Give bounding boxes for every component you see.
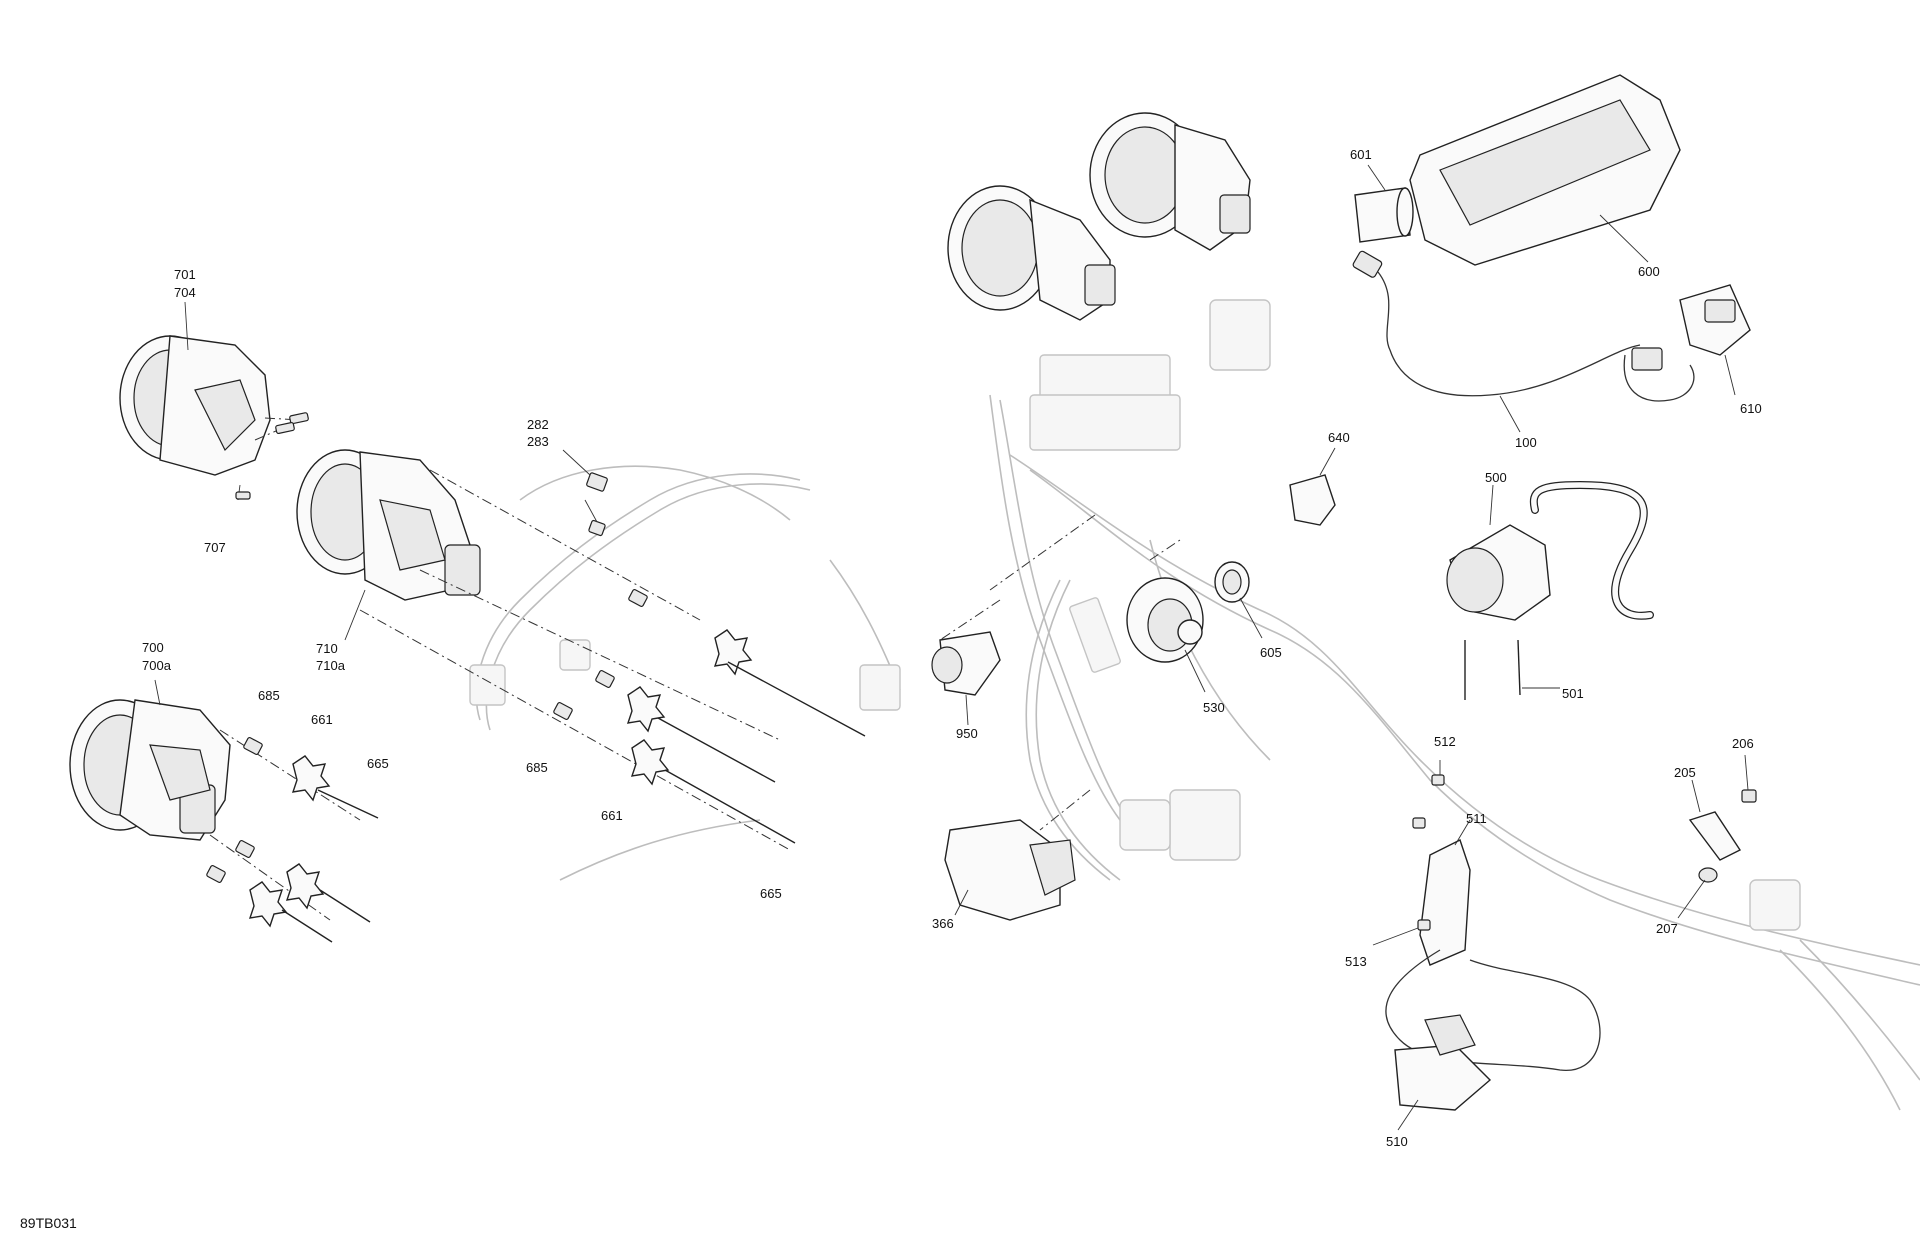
callout-510: 510 (1386, 1134, 1408, 1149)
bezel-605 (1214, 561, 1263, 639)
headlight-housing-701 (119, 301, 309, 501)
callout-685-b: 685 (526, 760, 548, 775)
callout-605: 605 (1260, 645, 1282, 660)
callout-950: 950 (956, 726, 978, 741)
callout-513: 513 (1345, 954, 1367, 969)
assembly-lines (209, 469, 1181, 921)
callout-700a: 700a (142, 658, 172, 673)
sleeve-601 (1354, 164, 1414, 243)
adjuster-screws (281, 661, 866, 943)
callout-640: 640 (1328, 430, 1350, 445)
washer-207 (1677, 867, 1718, 919)
callout-601: 601 (1350, 147, 1372, 162)
callout-661-b: 661 (601, 808, 623, 823)
harness-100 (1352, 250, 1695, 433)
callout-661-a: 661 (311, 712, 333, 727)
fasteners-512-513 (1372, 760, 1445, 946)
callout-500: 500 (1485, 470, 1507, 485)
switch-530 (1126, 577, 1206, 693)
callout-282: 282 (527, 417, 549, 432)
power-outlet-950 (931, 631, 1001, 726)
callout-512: 512 (1434, 734, 1456, 749)
headlight-assembly-700 (69, 679, 231, 841)
callout-710: 710 (316, 641, 338, 656)
control-500 (1446, 480, 1654, 700)
adjuster-nuts (248, 629, 753, 928)
sensor-510 (1394, 1014, 1492, 1131)
callout-704: 704 (174, 285, 196, 300)
callout-206: 206 (1732, 736, 1754, 751)
main-wiring-harness (469, 299, 1920, 1111)
callout-710a: 710a (316, 658, 346, 673)
callout-707: 707 (204, 540, 226, 555)
switch-610 (1679, 284, 1751, 396)
callout-665-b: 665 (760, 886, 782, 901)
callout-283: 283 (527, 434, 549, 449)
callout-665-a: 665 (367, 756, 389, 771)
instrument-cluster-600 (1409, 74, 1681, 266)
callout-207: 207 (1656, 921, 1678, 936)
callout-366: 366 (932, 916, 954, 931)
diagram-reference-code: 89TB031 (20, 1215, 77, 1231)
bracket-205 (1688, 779, 1742, 861)
adjuster-springs (206, 589, 648, 883)
callout-501: 501 (1562, 686, 1584, 701)
callout-610: 610 (1740, 401, 1762, 416)
headlight-assembly-upper (947, 112, 1251, 321)
callout-100: 100 (1515, 435, 1537, 450)
callout-labels: 701 704 707 700 700a 710 710a 282 283 68… (142, 147, 1762, 1149)
callout-701: 701 (174, 267, 196, 282)
callout-685-a: 685 (258, 688, 280, 703)
sensor-bracket-511 (1385, 819, 1601, 1071)
callout-600: 600 (1638, 264, 1660, 279)
connector-282 (562, 449, 608, 537)
module-366 (944, 819, 1076, 921)
switch-640 (1289, 447, 1336, 526)
headlight-assembly-710 (296, 449, 481, 641)
callout-700: 700 (142, 640, 164, 655)
callout-511: 511 (1466, 811, 1487, 826)
callout-530: 530 (1203, 700, 1225, 715)
fastener-206 (1741, 754, 1757, 803)
callout-205: 205 (1674, 765, 1696, 780)
